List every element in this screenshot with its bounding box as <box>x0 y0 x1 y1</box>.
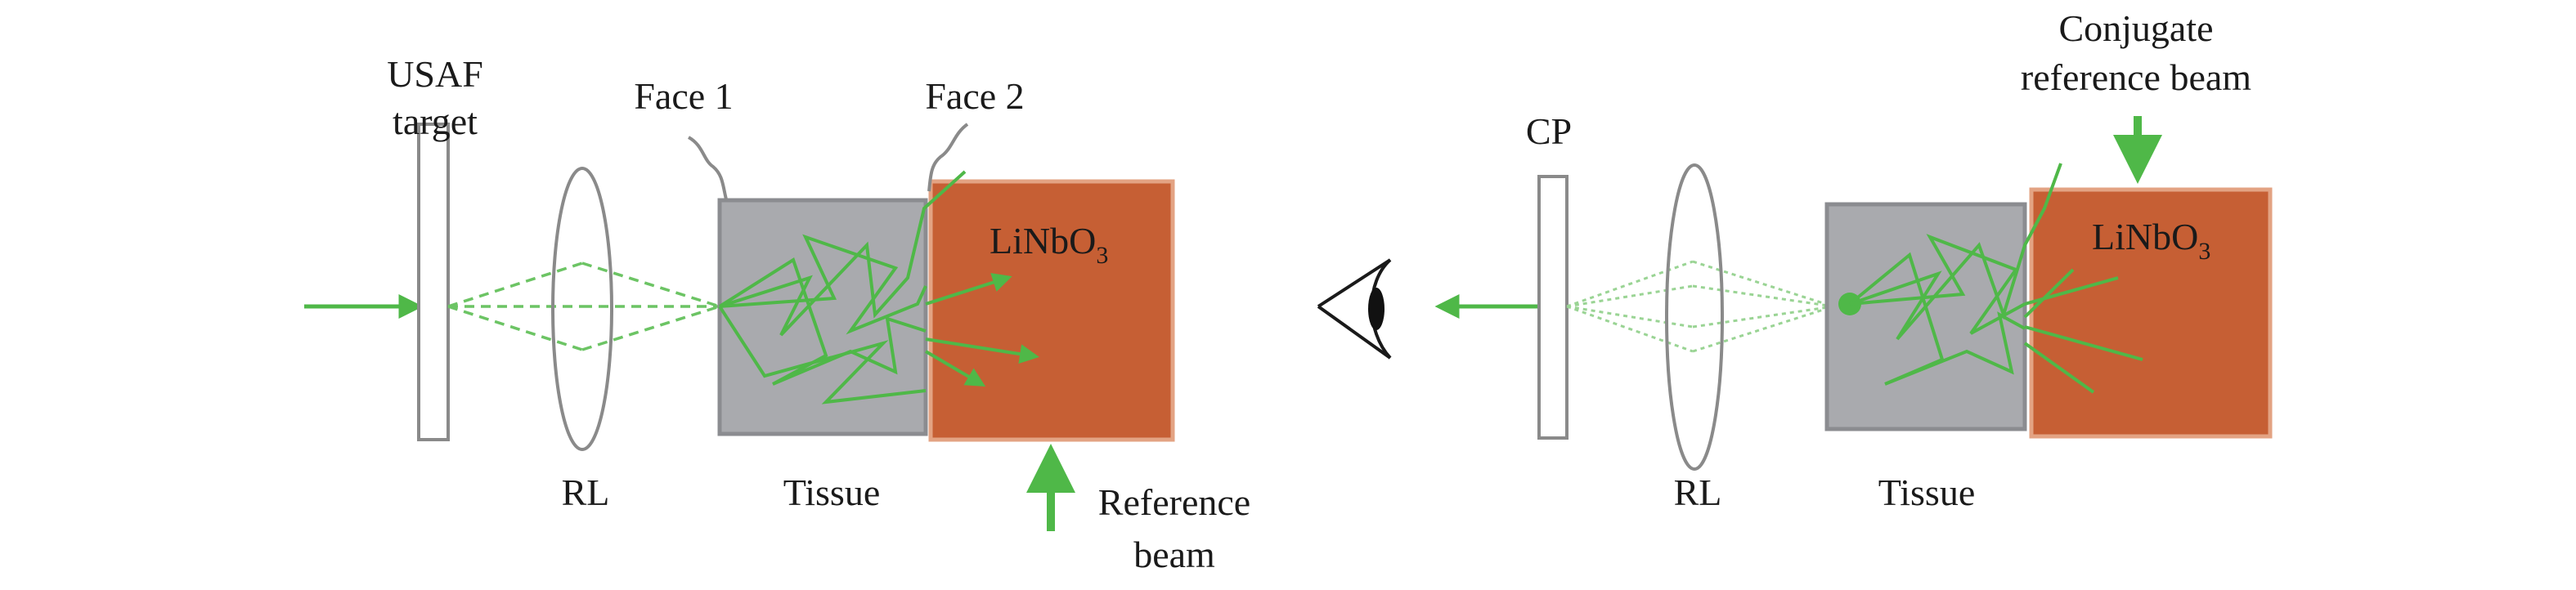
usaf-label-line1: USAF <box>387 53 483 95</box>
exit-ray-arrow <box>925 273 1012 306</box>
conjugate-beam-label-line2: reference beam <box>2021 56 2251 98</box>
reference-beam-label-line2: beam <box>1133 534 1215 575</box>
scattered-light-path <box>719 170 967 337</box>
face1-callout <box>687 136 728 200</box>
cp-label: CP <box>1526 110 1572 152</box>
usaf-label-line2: target <box>393 101 478 142</box>
linbo3-crystal <box>2029 187 2273 439</box>
scattered-light-path <box>718 305 927 405</box>
crystal-rays <box>2023 268 2143 394</box>
face2-label: Face 2 <box>925 75 1024 117</box>
scattered-light-path <box>1849 163 2062 341</box>
lens-label: RL <box>1674 472 1722 513</box>
usaf-target-plate <box>417 123 450 441</box>
conjugate-beam-label-line1: Conjugate <box>2058 7 2213 49</box>
scattered-light-path <box>1849 234 2026 335</box>
face2-callout <box>927 123 969 192</box>
tissue-block <box>1824 202 2027 431</box>
linbo3-crystal <box>928 179 1175 442</box>
scattered-light-path <box>1848 252 2026 386</box>
exit-ray-arrow <box>925 337 1039 364</box>
scattered-light-path <box>718 257 927 386</box>
relay-lens <box>1665 163 1724 471</box>
lens-label: RL <box>562 472 610 513</box>
face1-label: Face 1 <box>634 75 733 117</box>
cp-plate <box>1537 175 1568 440</box>
right-panel: CP Conjugate reference beam LiNbO3 RL Ti… <box>1317 7 2273 513</box>
scattered-light-path <box>719 234 927 335</box>
exit-ray-arrow <box>924 350 986 387</box>
relay-lens <box>551 167 613 451</box>
tissue-label: Tissue <box>783 472 880 513</box>
tissue-block <box>717 198 928 436</box>
crystal-label: LiNbO3 <box>990 220 1108 269</box>
left-panel: USAF target Face 1 Face 2 LiNbO3 RL Tiss… <box>304 53 1250 575</box>
eye-icon <box>1317 258 1392 360</box>
reference-beam-label-line1: Reference <box>1098 481 1250 523</box>
focusing-beam-dashed <box>447 261 720 351</box>
crystal-label: LiNbO3 <box>2092 216 2210 265</box>
reconstructed-beam-dotted <box>1566 260 1834 353</box>
tissue-label: Tissue <box>1878 472 1975 513</box>
